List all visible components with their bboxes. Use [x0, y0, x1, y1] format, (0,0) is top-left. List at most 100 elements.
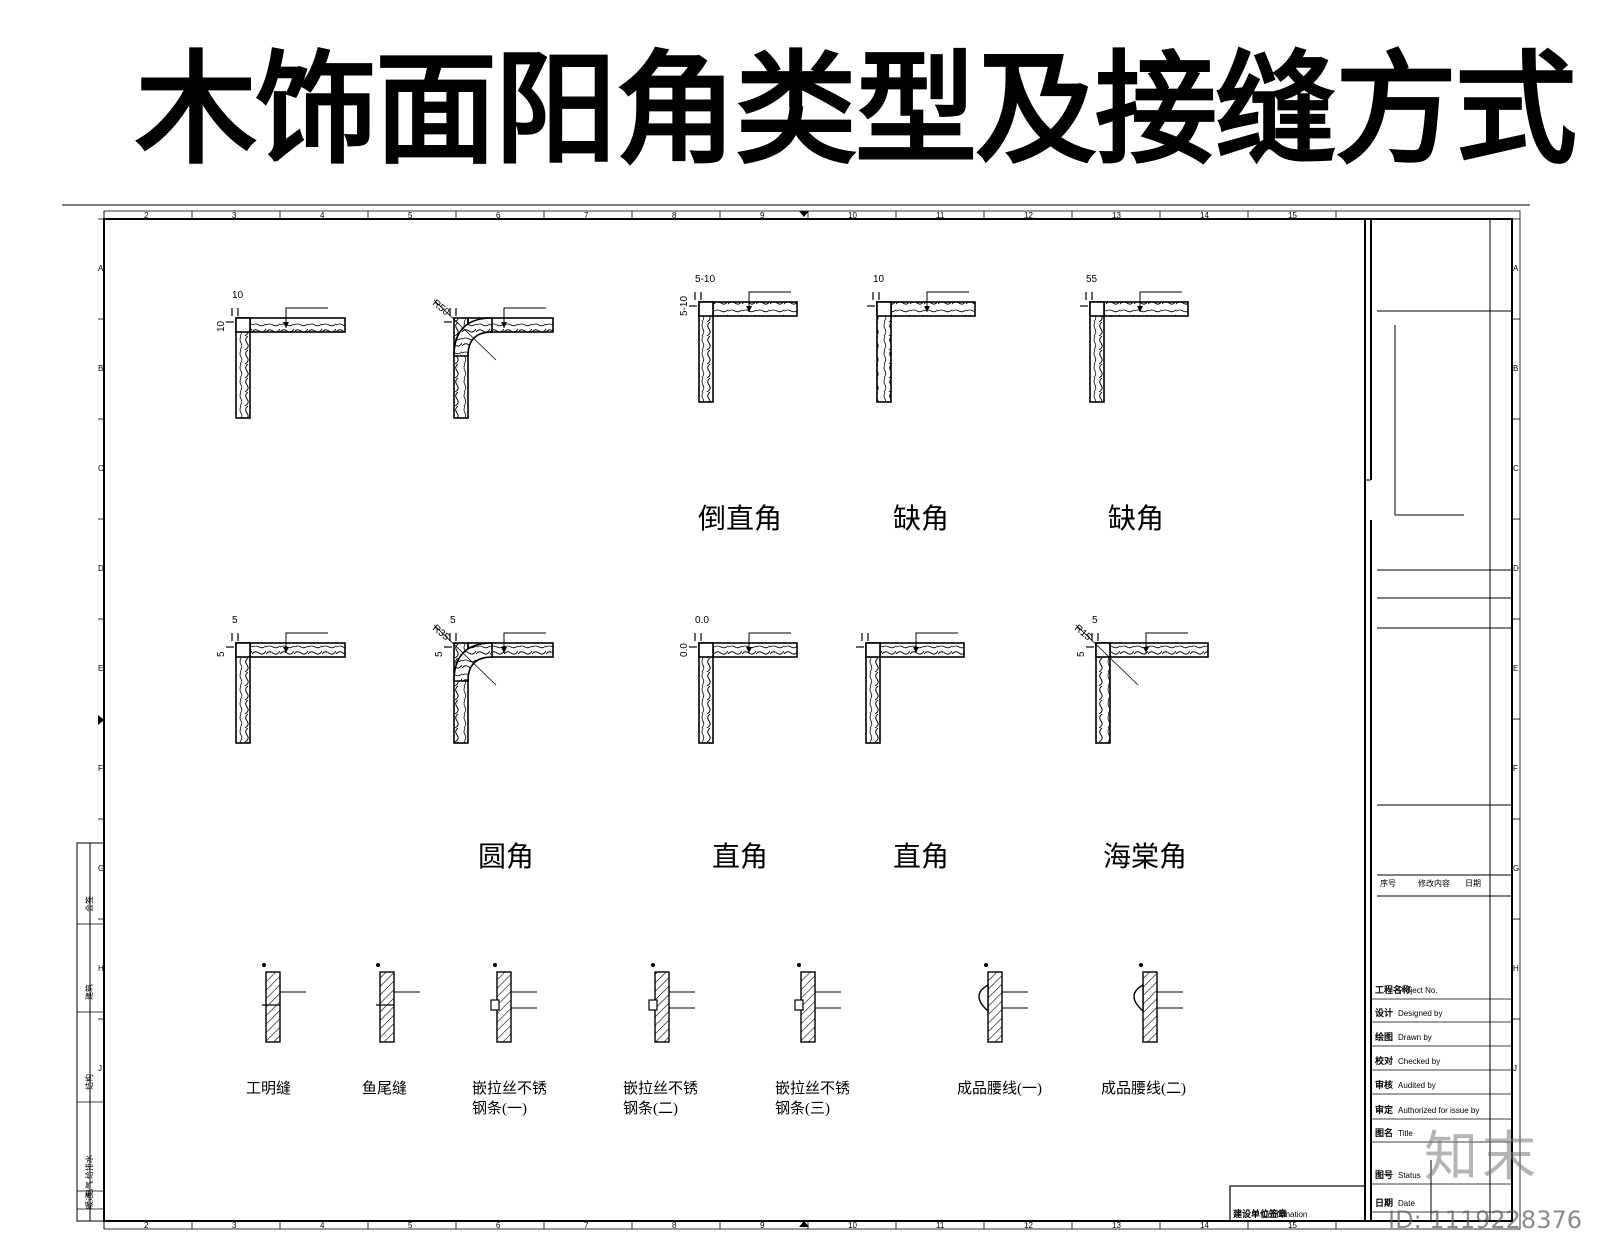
corner-block	[698, 301, 714, 317]
grid-number-bottom: 2	[144, 1221, 149, 1230]
confirm-label: 建设单位签章	[1233, 1208, 1287, 1219]
grid-letter-right: E	[1513, 664, 1518, 673]
panel-horizontal	[249, 317, 346, 333]
panel-vertical	[865, 642, 881, 744]
label-haitang-jiao: 海棠角	[1103, 841, 1187, 873]
panel-horizontal	[712, 642, 798, 658]
grid-number-bottom: 15	[1288, 1221, 1297, 1230]
leader-arrow	[746, 647, 752, 653]
titleblock-label-en: Status	[1398, 1171, 1421, 1180]
watermark-logo: 知末	[1424, 1125, 1540, 1188]
corner-labels-row1: 倒直角 缺角 缺角	[698, 503, 1164, 535]
rev-desc-header: 修改内容	[1418, 878, 1450, 888]
grid-letter-right: G	[1513, 864, 1519, 873]
joint-label-4: 嵌拉丝不锈	[623, 1080, 698, 1097]
leader-line	[285, 307, 328, 328]
titleblock-label-en: Checked by	[1398, 1057, 1440, 1066]
titleblock-label-en: Project No.	[1398, 986, 1438, 995]
detail-dao-zhijiao: 5-10 5-10	[679, 274, 798, 403]
dimension-label: 5	[450, 615, 456, 626]
stainless-strip	[794, 999, 804, 1011]
wall-section	[1142, 971, 1158, 1043]
moulding-profile	[978, 983, 989, 1013]
panel-horizontal	[1109, 642, 1209, 658]
detail-corner-2: R50	[430, 298, 554, 419]
leader-line	[503, 632, 546, 653]
corner-block	[876, 301, 892, 317]
leader-arrow	[924, 306, 930, 312]
grid-number-bottom: 8	[672, 1221, 677, 1230]
grid-letter-left: H	[98, 964, 104, 973]
dimension-label: 0.0	[679, 643, 690, 657]
grid-number-top: 14	[1200, 211, 1209, 220]
leader-line	[748, 632, 791, 653]
dimension-label: 5	[1076, 651, 1087, 657]
grid-number-bottom: 5	[408, 1221, 413, 1230]
corner-block	[698, 642, 714, 658]
dimension-label: 5	[1092, 615, 1098, 626]
joint-label-2: 鱼尾缝	[362, 1079, 407, 1097]
confirmation-box	[1229, 1185, 1366, 1222]
grid-number-bottom: 4	[320, 1221, 325, 1230]
radius-line	[433, 299, 497, 361]
grid-number-top: 3	[232, 211, 237, 220]
leader-line	[915, 632, 958, 653]
dimension-label: 10	[232, 290, 244, 301]
dimension-label: 5	[216, 651, 227, 657]
corner-block	[1089, 301, 1105, 317]
grid-letter-left: A	[98, 264, 104, 273]
grid-number-top: 11	[936, 211, 945, 220]
corner-labels-row2: 圆角 直角 直角 海棠角	[478, 841, 1187, 873]
grid-letter-right: A	[1513, 264, 1519, 273]
grid-number-bottom: 6	[496, 1221, 501, 1230]
leader-arrow	[913, 647, 919, 653]
grid-number-top: 6	[496, 211, 501, 220]
dimension-label: 5-10	[695, 274, 715, 285]
joint-label-6: 成品腰线(一)	[957, 1080, 1042, 1097]
grid-number-top: 2	[144, 211, 149, 220]
titleblock-label: 图名	[1375, 1127, 1393, 1138]
center-marker-bottom	[799, 1221, 809, 1227]
titleblock-label-en: Designed by	[1398, 1009, 1442, 1018]
grid-number-bottom: 13	[1112, 1221, 1121, 1230]
grid-letter-right: J	[1513, 1064, 1517, 1073]
radius-label: R15	[1072, 623, 1093, 644]
stamp-label: 结构	[84, 1074, 94, 1090]
stamp-label: 给排水	[84, 1155, 94, 1179]
dimension-label: 5-10	[679, 296, 690, 316]
grid-number-top: 12	[1024, 211, 1033, 220]
wall-section	[987, 971, 1003, 1043]
center-marker-left	[98, 715, 104, 725]
leader-arrow	[746, 306, 752, 312]
panel-vertical	[698, 301, 714, 403]
confirm-en: Confirmation	[1262, 1210, 1307, 1219]
grid-letter-left: D	[98, 564, 104, 573]
sheet-outer-border	[103, 210, 1521, 1230]
grid-letter-left: F	[98, 764, 103, 773]
label-que-jiao-2: 缺角	[1108, 503, 1164, 535]
titleblock-label: 工程名称	[1375, 984, 1411, 995]
stamp-label: 电气	[84, 1181, 94, 1197]
dim-dot	[493, 963, 497, 967]
leader-line	[748, 291, 791, 312]
titleblock-label: 审核	[1375, 1079, 1393, 1090]
panel-horizontal	[879, 642, 965, 658]
grid-letter-right: H	[1513, 964, 1519, 973]
dimension-label: 0.0	[695, 615, 709, 626]
corner-block	[235, 317, 251, 333]
label-zhi-jiao-2: 直角	[893, 841, 949, 873]
grid-number-top: 13	[1112, 211, 1121, 220]
leader-arrow	[1143, 647, 1149, 653]
grid-number-top: 10	[848, 211, 857, 220]
titleblock-label: 审定	[1375, 1104, 1394, 1115]
detail-que-jiao-2: 55	[1080, 274, 1189, 403]
grid-letter-right: F	[1513, 764, 1518, 773]
label-dao-zhijiao: 倒直角	[698, 503, 782, 535]
titleblock-label-en: Authorized for issue by	[1398, 1106, 1479, 1115]
rounded-corner-fill	[454, 643, 492, 681]
grid-number-bottom: 14	[1200, 1221, 1209, 1230]
dimension-label: 55	[1086, 274, 1098, 285]
